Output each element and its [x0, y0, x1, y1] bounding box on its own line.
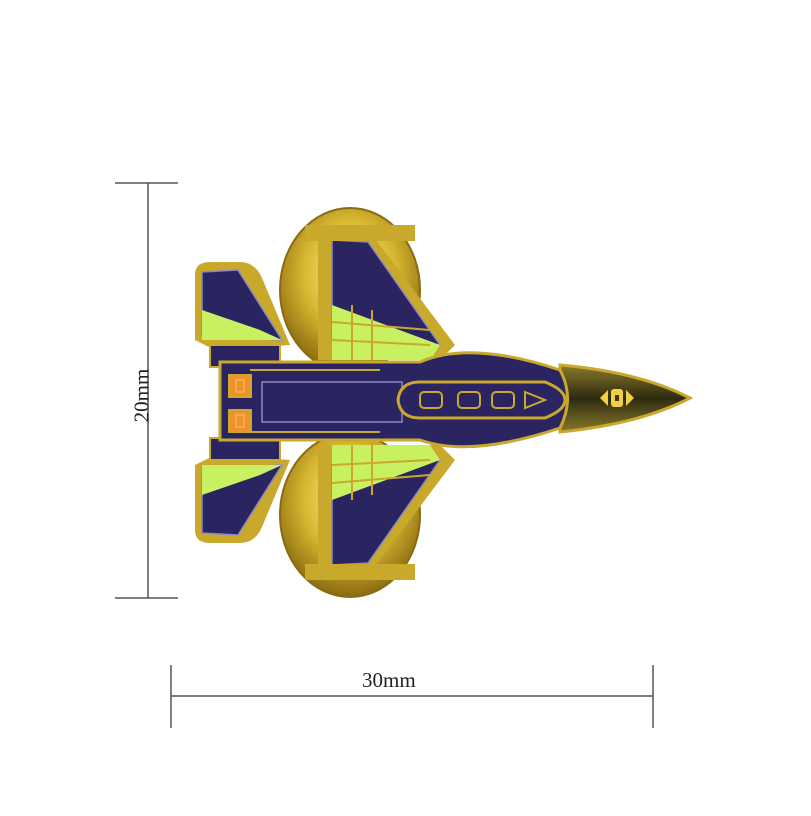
tail-fin-bottom: [195, 437, 290, 543]
nose-emblem: [600, 389, 634, 407]
width-dimension-label: 30mm: [362, 668, 416, 692]
wing-bottom: [305, 445, 455, 580]
engine-exhaust: [228, 374, 252, 433]
cockpit-canopy: [396, 380, 567, 420]
tail-fin-top: [195, 262, 290, 368]
width-dimension-line: [170, 665, 654, 728]
height-dimension-line: [115, 182, 178, 599]
fuselage: [218, 351, 569, 449]
height-dimension-label: 20mm: [129, 368, 154, 423]
wing-top: [305, 225, 455, 360]
nose-cone: [558, 363, 694, 434]
